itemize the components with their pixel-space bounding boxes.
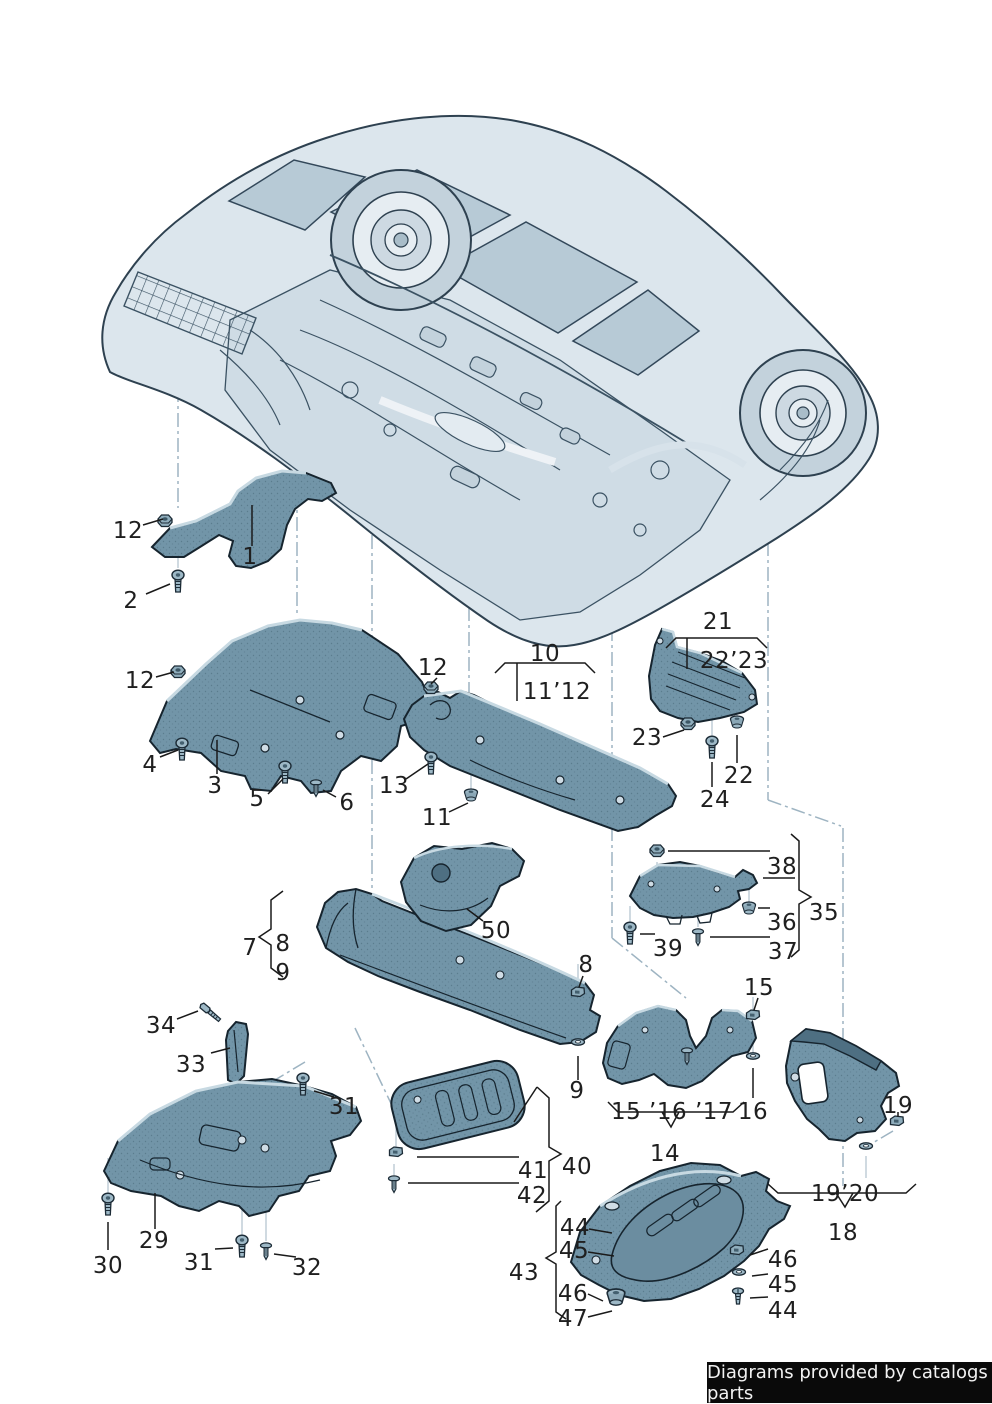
front-wheel	[330, 169, 472, 311]
leader-lines	[107, 505, 917, 1320]
grommet-icon	[729, 715, 745, 729]
washer-icon	[570, 1038, 586, 1046]
part-21-rear-bracket	[647, 627, 759, 724]
expander-screw-icon	[731, 1287, 745, 1305]
screw-icon	[623, 921, 637, 945]
front-grille-grid	[123, 271, 257, 355]
part-15-16-17-bracket	[601, 1004, 758, 1090]
part-33-strip	[224, 1020, 250, 1086]
part-14-rear-cover	[569, 1161, 792, 1303]
part-29-rear-undertray	[102, 1077, 363, 1218]
bolt-icon	[198, 1001, 223, 1024]
grommet-icon	[606, 1288, 626, 1307]
screw-icon	[705, 735, 719, 759]
nut-icon	[157, 514, 173, 528]
washer-icon	[858, 1142, 874, 1150]
rivet-icon	[387, 1175, 401, 1194]
screw-icon	[424, 751, 438, 775]
rear-axle	[608, 441, 747, 474]
screw-icon	[235, 1234, 249, 1258]
clip-icon	[889, 1115, 905, 1127]
part-18-side-panel	[784, 1027, 901, 1143]
trim-panels	[102, 469, 901, 1303]
screw-icon	[101, 1192, 115, 1216]
rivet-icon	[691, 928, 705, 947]
provider-banner-text: Diagrams provided by catalogs parts	[707, 1361, 988, 1404]
provider-banner: Diagrams provided by catalogs parts	[707, 1361, 992, 1404]
car-underbody-illustration	[101, 114, 879, 648]
part-40-access-cover	[390, 1059, 526, 1151]
nut-icon	[680, 717, 696, 731]
clip-icon	[388, 1146, 404, 1158]
grommet-icon	[463, 788, 479, 802]
nut-icon	[649, 844, 665, 858]
rear-wheel	[739, 349, 867, 477]
washer-icon	[745, 1052, 761, 1060]
part-50-heat-shield	[399, 841, 526, 933]
grommet-icon	[741, 901, 757, 915]
washer-icon	[731, 1268, 747, 1276]
rivet-icon	[259, 1242, 273, 1261]
underbody-structure-lines	[219, 254, 829, 537]
part-1-front-cover	[150, 469, 338, 570]
muffler	[434, 412, 506, 452]
clip-icon	[570, 986, 586, 998]
part-7-tunnel-cover	[315, 887, 602, 1046]
part-35-bracket	[628, 860, 759, 925]
part-3-engine-undertray	[148, 618, 432, 795]
screw-icon	[171, 569, 185, 593]
clip-icon	[729, 1244, 745, 1256]
part-10-underbody-plank	[402, 689, 678, 833]
clip-icon	[745, 1009, 761, 1021]
